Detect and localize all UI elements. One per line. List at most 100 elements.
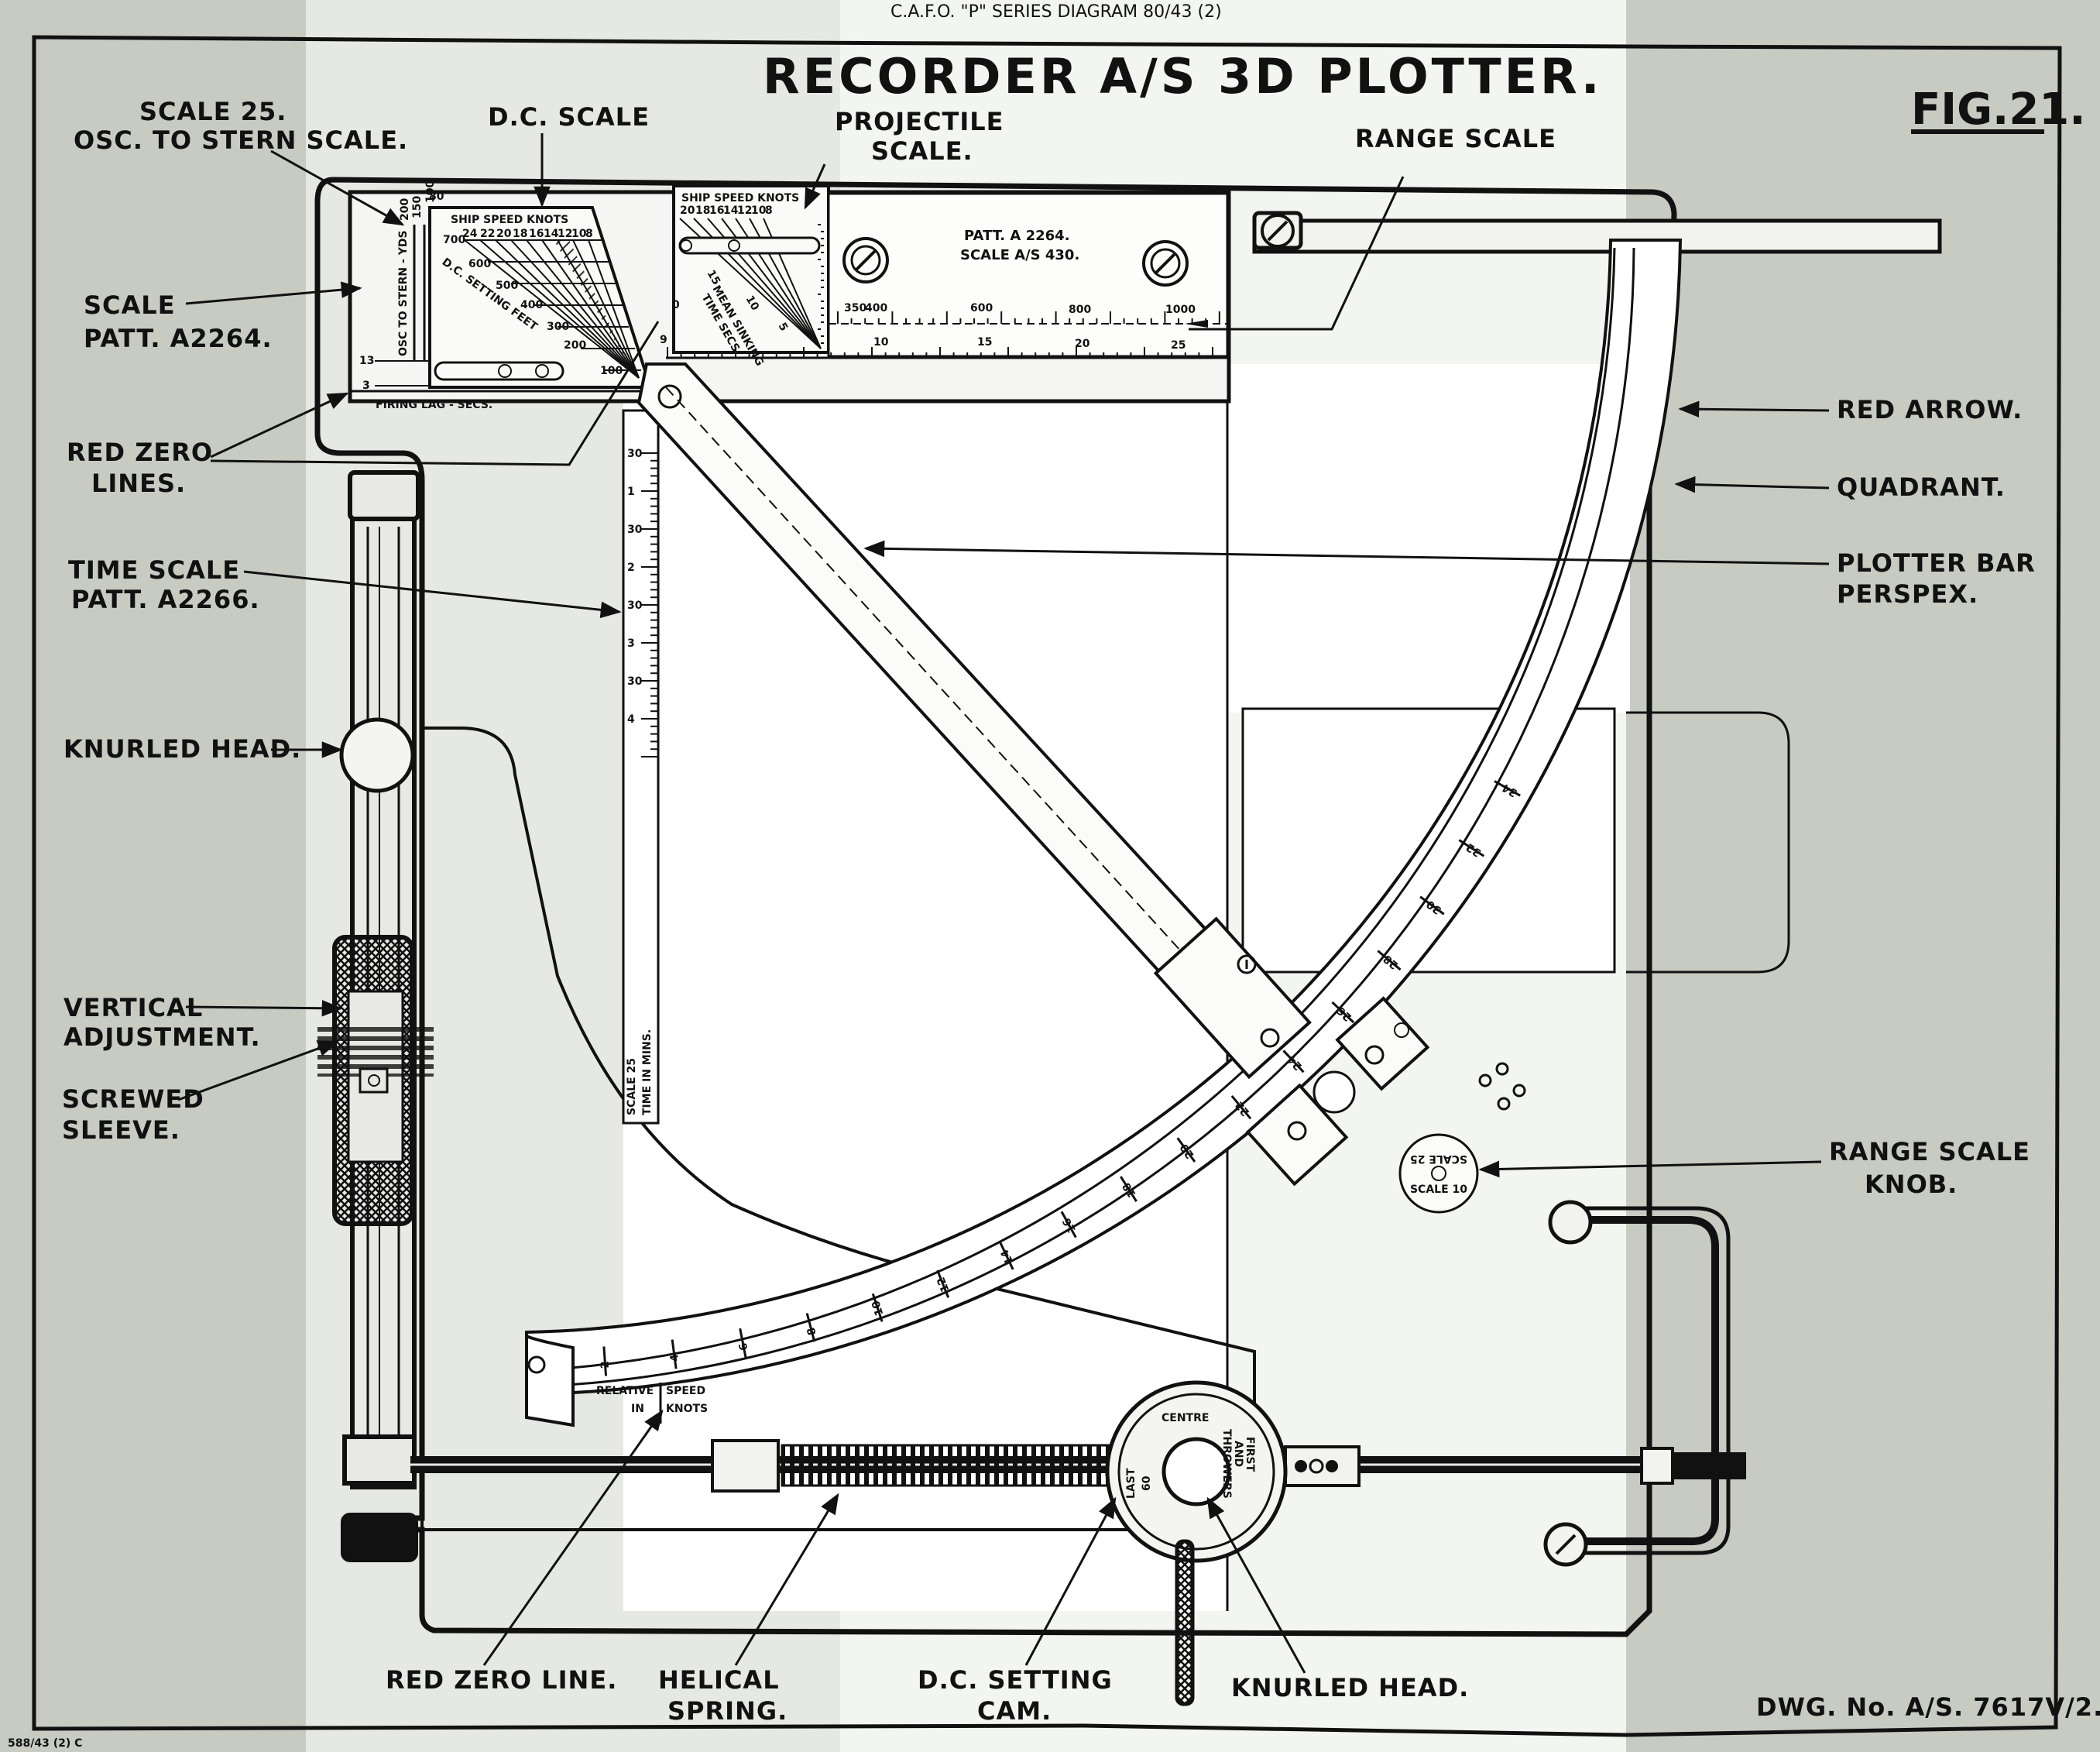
- svg-text:SCALE 10: SCALE 10: [1410, 1183, 1467, 1196]
- title: RECORDER A/S 3D PLOTTER.: [763, 48, 1603, 105]
- svg-text:100: 100: [424, 180, 437, 203]
- svg-text:25: 25: [1171, 339, 1186, 352]
- svg-text:RANGE SCALE: RANGE SCALE: [1355, 124, 1556, 153]
- range-scale-knob: SCALE 25 SCALE 10: [1398, 1133, 1479, 1214]
- svg-text:20: 20: [496, 228, 512, 240]
- svg-text:SCALE.: SCALE.: [871, 136, 973, 166]
- screw-left: [842, 237, 889, 283]
- figure-number: FIG.21.: [1911, 84, 2086, 135]
- svg-text:400: 400: [865, 302, 887, 314]
- svg-text:THROWERS: THROWERS: [1220, 1429, 1233, 1499]
- svg-text:400: 400: [520, 299, 543, 311]
- quadrant-tick: [805, 1313, 816, 1342]
- svg-text:FIRST: FIRST: [1244, 1437, 1256, 1472]
- plotting-area: [623, 364, 1227, 1611]
- svg-text:18: 18: [513, 228, 527, 240]
- callout-range-knob: RANGE SCALE KNOB.: [1478, 1137, 2030, 1199]
- svg-text:OSC TO STERN - YDS: OSC TO STERN - YDS: [397, 230, 410, 356]
- quadrant-tick: [1419, 895, 1445, 916]
- dc-setting-labels: 700 600 500 400 300 200 100: [443, 234, 623, 377]
- quadrant-tick: [1377, 950, 1402, 971]
- svg-text:PATT. A2266.: PATT. A2266.: [71, 585, 260, 614]
- svg-text:PERSPEX.: PERSPEX.: [1837, 579, 1978, 609]
- knurled-head-handle: [1175, 1539, 1195, 1706]
- quadrant-label: 8: [805, 1326, 819, 1336]
- quadrant-tick: [936, 1269, 950, 1298]
- vertical-column: [317, 470, 434, 1562]
- time-label: 2: [627, 562, 635, 574]
- callout-knurled-head-bottom: KNURLED HEAD.: [1206, 1496, 1468, 1702]
- dc-fan-line: [464, 239, 640, 379]
- svg-text:SPEED: SPEED: [666, 1385, 705, 1397]
- svg-text:12: 12: [737, 204, 752, 217]
- svg-text:SPRING.: SPRING.: [667, 1696, 788, 1726]
- svg-text:RED ZERO: RED ZERO: [67, 438, 213, 467]
- drawing-number: DWG. No. A/S. 7617V/2.: [1756, 1692, 2100, 1722]
- svg-text:9: 9: [660, 334, 667, 346]
- callout-scale25: SCALE 25. OSC. TO STERN SCALE.: [74, 97, 407, 226]
- callout-red-zero-lines: RED ZERO LINES.: [67, 321, 660, 498]
- right-clamp: [1543, 1200, 1731, 1567]
- svg-text:SCALE 25: SCALE 25: [626, 1058, 638, 1115]
- svg-text:KNOTS: KNOTS: [666, 1403, 708, 1415]
- callout-projectile-scale: PROJECTILE SCALE.: [804, 107, 1004, 210]
- quadrant-tick: [1176, 1137, 1196, 1163]
- plotter-bar: [637, 362, 1526, 1187]
- svg-text:15: 15: [977, 336, 992, 349]
- svg-text:CENTRE: CENTRE: [1162, 1412, 1209, 1424]
- callout-plotter-bar: PLOTTER BAR PERSPEX.: [863, 540, 2036, 609]
- callout-knurled-head-left: KNURLED HEAD.: [63, 734, 343, 764]
- quadrant-tick: [1282, 1049, 1305, 1074]
- svg-text:20: 20: [1075, 338, 1090, 350]
- svg-text:700: 700: [443, 234, 465, 246]
- quadrant-tick: [1331, 1001, 1355, 1024]
- svg-text:22: 22: [480, 228, 495, 240]
- dc-fan-line: [526, 239, 640, 379]
- drawing-border: [32, 35, 2062, 1737]
- svg-text:KNURLED HEAD.: KNURLED HEAD.: [63, 734, 301, 764]
- svg-text:200: 200: [564, 339, 586, 352]
- dc-fan-line: [572, 239, 640, 379]
- svg-text:KNOB.: KNOB.: [1865, 1170, 1958, 1199]
- svg-text:18: 18: [695, 204, 710, 217]
- quadrant-tick: [1458, 839, 1485, 857]
- svg-text:PATT. A2264.: PATT. A2264.: [84, 324, 273, 353]
- svg-text:1000: 1000: [1165, 304, 1196, 316]
- svg-text:16: 16: [529, 228, 544, 240]
- svg-text:PROJECTILE: PROJECTILE: [835, 107, 1004, 136]
- quadrant-label: 4: [668, 1353, 681, 1362]
- svg-text:PLOTTER BAR: PLOTTER BAR: [1837, 548, 2036, 578]
- svg-text:SCALE: SCALE: [84, 290, 176, 320]
- quadrant-tick: [1230, 1095, 1252, 1120]
- side-tab: [1626, 711, 1790, 974]
- time-label: 30: [627, 448, 643, 460]
- quadrant-label: 12: [935, 1275, 952, 1293]
- svg-text:800: 800: [1069, 304, 1091, 316]
- quadrant-tick: [1120, 1176, 1138, 1202]
- projectile-scale: SHIP SPEED KNOTS 20 18 16 14 12 10 8 15 …: [660, 184, 830, 369]
- svg-text:500: 500: [496, 280, 518, 292]
- svg-text:VERTICAL: VERTICAL: [63, 993, 203, 1022]
- dc-fan-line: [479, 239, 640, 379]
- callout-range-scale: RANGE SCALE: [1189, 124, 1556, 331]
- svg-text:TIME IN MINS.: TIME IN MINS.: [641, 1029, 654, 1115]
- svg-text:80: 80: [429, 191, 444, 203]
- quadrant-label: 14: [999, 1247, 1017, 1266]
- svg-text:AND: AND: [1232, 1441, 1244, 1467]
- callout-screwed-sleeve: SCREWED SLEEVE.: [62, 1040, 339, 1145]
- knurled-head-top: [339, 717, 415, 793]
- svg-text:600: 600: [468, 258, 491, 270]
- svg-text:8: 8: [585, 228, 593, 240]
- callout-dc-setting-cam: D.C. SETTING CAM.: [918, 1496, 1117, 1726]
- svg-text:13: 13: [359, 355, 374, 367]
- quadrant-label: 2: [599, 1360, 612, 1369]
- time-label: 1: [627, 486, 635, 498]
- dc-fan-line: [541, 239, 640, 379]
- svg-text:14: 14: [544, 228, 559, 240]
- svg-text:SCALE A/S 430.: SCALE A/S 430.: [960, 247, 1079, 263]
- time-label: 3: [627, 637, 635, 650]
- svg-text:350: 350: [844, 302, 866, 314]
- quadrant-label: 10: [870, 1299, 886, 1317]
- quadrant-tick: [871, 1293, 884, 1322]
